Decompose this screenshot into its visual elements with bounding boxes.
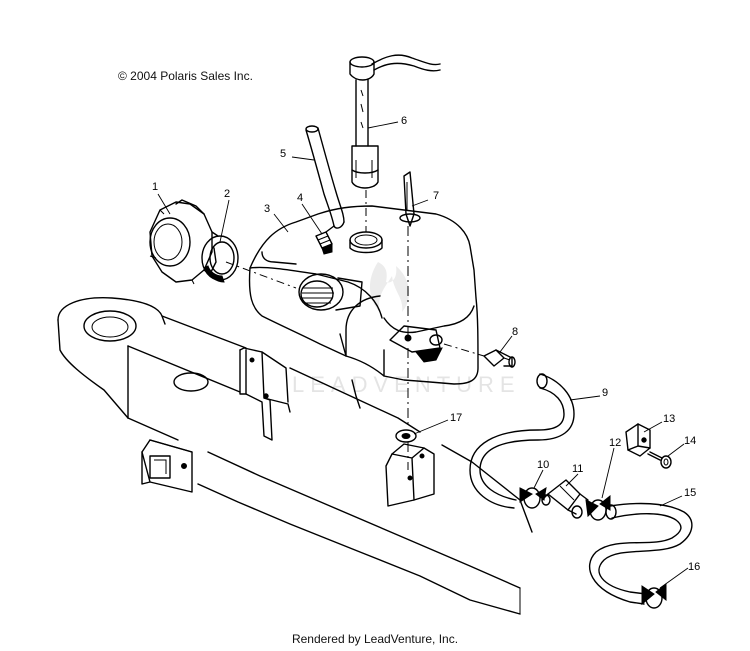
callout-14: 14	[684, 435, 696, 447]
copyright-notice: © 2004 Polaris Sales Inc.	[118, 69, 253, 83]
watermark-logo: LEADVENTURE	[292, 262, 521, 397]
callout-4: 4	[297, 192, 303, 204]
vent-hose	[305, 125, 345, 229]
gas-cap	[149, 199, 219, 285]
vent-fitting	[315, 225, 335, 255]
mount-bolt	[647, 451, 672, 469]
callout-8: 8	[512, 326, 518, 338]
footer-credit: Rendered by LeadVenture, Inc.	[291, 632, 459, 646]
callout-16: 16	[688, 561, 700, 573]
outlet-fitting	[483, 349, 516, 368]
callout-labels: 1 2 3 4 5 6 7 8 9 10 11 12 13 14 15 16 1…	[152, 115, 700, 573]
callout-17: 17	[450, 412, 462, 424]
callout-12: 12	[609, 437, 621, 449]
callout-1: 1	[152, 181, 158, 193]
mount-bracket	[625, 423, 651, 457]
cap-gasket	[201, 235, 239, 283]
dipstick	[399, 171, 421, 227]
watermark-text: LEADVENTURE	[292, 372, 521, 397]
fuel-tank	[248, 205, 479, 409]
fuel-sender	[349, 54, 441, 189]
callout-9: 9	[602, 387, 608, 399]
callout-13: 13	[663, 413, 675, 425]
callout-6: 6	[401, 115, 407, 127]
callout-11: 11	[572, 463, 583, 475]
grommet-washer	[395, 429, 417, 443]
callout-10: 10	[537, 459, 549, 471]
callout-2: 2	[224, 188, 230, 200]
fuel-hose-lower	[588, 502, 693, 605]
frame-assembly	[57, 297, 533, 615]
leader-lines	[157, 121, 689, 589]
hose-clamp-10	[519, 487, 547, 509]
callout-3: 3	[264, 203, 270, 215]
assembly-lines	[225, 190, 485, 470]
callout-7: 7	[433, 190, 439, 202]
hose-clamp-16	[641, 582, 667, 609]
inline-fuel-filter	[541, 479, 589, 519]
callout-15: 15	[684, 487, 696, 499]
callout-5: 5	[280, 148, 286, 160]
